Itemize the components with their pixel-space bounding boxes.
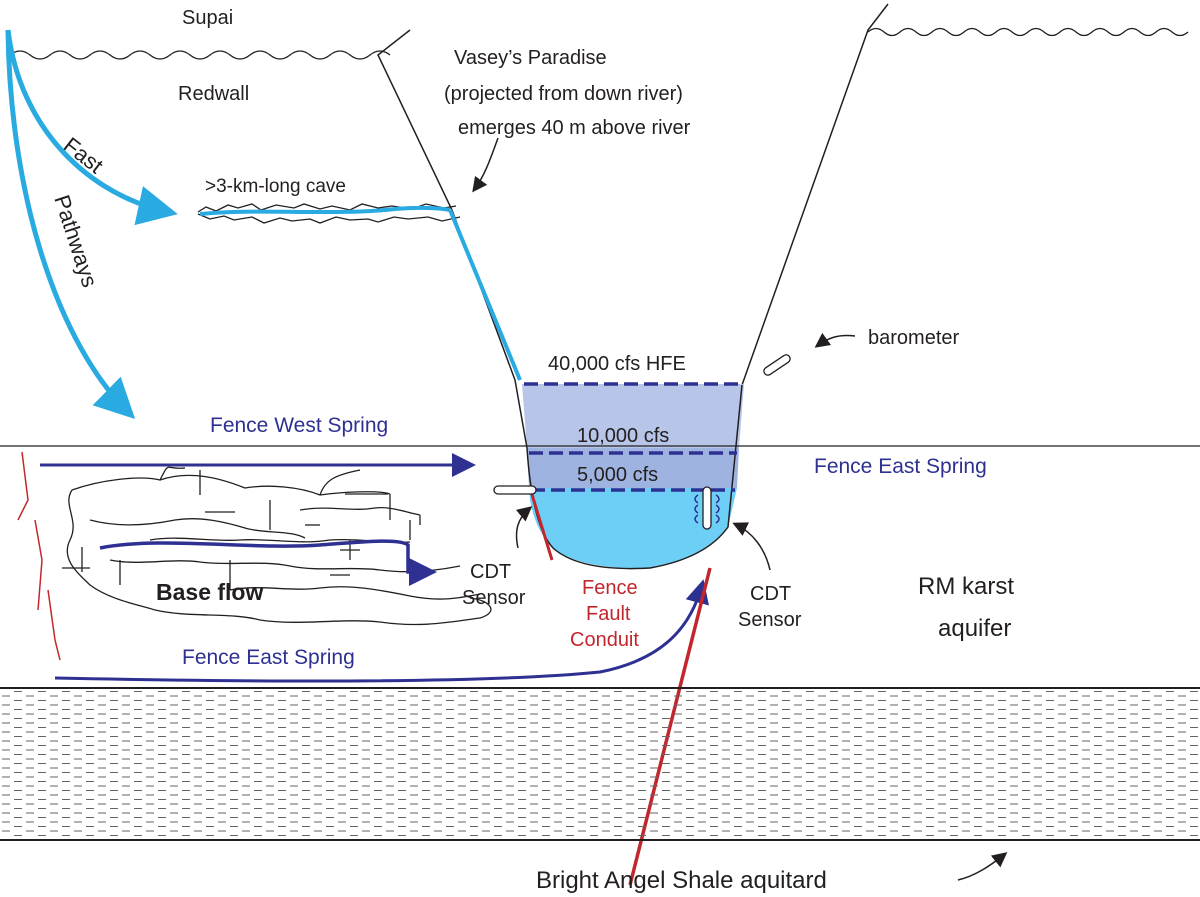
base-flow-arrow bbox=[99, 539, 437, 586]
redwall-label: Redwall bbox=[178, 83, 249, 105]
supai-contact-right bbox=[867, 27, 1189, 37]
fence-east-spring-bottom-label: Fence East Spring bbox=[182, 646, 355, 669]
fault-traces-left bbox=[17, 451, 61, 661]
fault-label-2: Fault bbox=[586, 603, 631, 625]
cfs10000-label: 10,000 cfs bbox=[577, 425, 669, 447]
fence-east-spring-right-label: Fence East Spring bbox=[814, 455, 987, 478]
fence-fault-trace bbox=[528, 487, 554, 561]
cdt-left-label-2: Sensor bbox=[462, 587, 526, 609]
supai-label: Supai bbox=[182, 7, 233, 29]
vasey-cascade bbox=[448, 209, 522, 381]
fence-east-spring-arrow bbox=[54, 579, 709, 683]
vasey-label-1: Vasey’s Paradise bbox=[454, 47, 607, 69]
canyon-wall-right bbox=[741, 3, 889, 386]
fault-label-1: Fence bbox=[582, 577, 638, 599]
barometer-label: barometer bbox=[868, 327, 959, 349]
shale-pointer bbox=[957, 852, 1008, 881]
vasey-label-3: emerges 40 m above river bbox=[458, 117, 691, 139]
fence-west-spring-label: Fence West Spring bbox=[210, 414, 388, 437]
pathways-label: Pathways bbox=[49, 192, 102, 290]
barometer-icon bbox=[763, 354, 791, 376]
water-hfe-layer bbox=[522, 384, 744, 448]
aquifer-label-2: aquifer bbox=[938, 615, 1011, 642]
shale-label: Bright Angel Shale aquitard bbox=[536, 867, 827, 894]
cdt-right-label-1: CDT bbox=[750, 583, 791, 605]
vasey-label-2: (projected from down river) bbox=[444, 83, 683, 105]
barometer-pointer bbox=[814, 332, 856, 348]
cdt-sensor-left-icon bbox=[493, 485, 537, 495]
fast-pathway-arrow-cave bbox=[5, 29, 178, 226]
cdt-left-label-1: CDT bbox=[470, 561, 511, 583]
water-5000-layer bbox=[529, 488, 737, 569]
aquifer-label-1: RM karst bbox=[918, 573, 1014, 600]
bright-angel-shale-layer bbox=[0, 688, 1200, 840]
cdt-right-label-2: Sensor bbox=[738, 609, 802, 631]
fast-pathway-arrow-deep bbox=[5, 29, 136, 420]
fault-label-3: Conduit bbox=[570, 629, 639, 651]
water-10000-layer bbox=[527, 448, 739, 488]
supai-contact-left bbox=[9, 50, 391, 60]
cfs5000-label: 5,000 cfs bbox=[577, 464, 658, 486]
cdt-sensor-right-icon bbox=[694, 486, 720, 530]
hfe-label: 40,000 cfs HFE bbox=[548, 353, 686, 375]
cave-flow bbox=[199, 205, 451, 216]
base-flow-label: Base flow bbox=[156, 579, 263, 605]
cdt-sensor-right-pointer bbox=[732, 522, 771, 571]
vasey-pointer bbox=[472, 137, 499, 193]
cave-label: >3-km-long cave bbox=[205, 176, 346, 197]
cdt-sensor-left-pointer bbox=[515, 506, 533, 549]
